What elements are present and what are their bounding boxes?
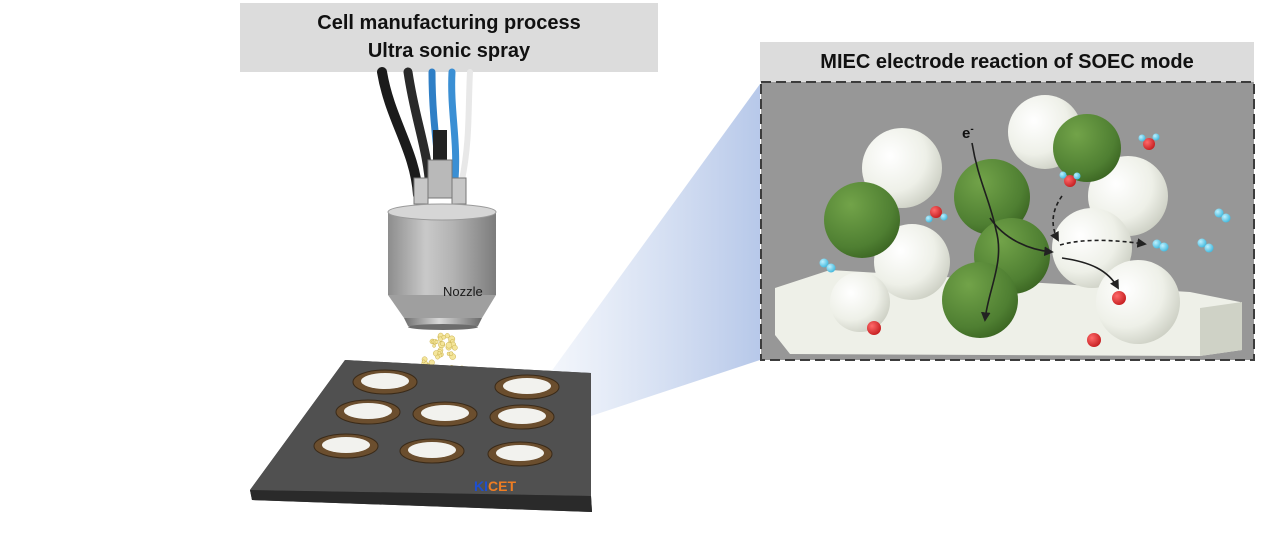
- spray-droplet: [437, 351, 442, 355]
- electrode-disc: [489, 404, 555, 430]
- spray-droplet: [451, 344, 458, 351]
- nozzle-label: Nozzle: [443, 284, 483, 299]
- logo: KICET: [474, 478, 516, 494]
- water-molecule: [1138, 133, 1160, 150]
- spray-droplet: [421, 359, 426, 364]
- spray-droplet: [434, 339, 439, 344]
- hydrogen-molecule: [1197, 238, 1214, 253]
- hydrogen-molecule: [1152, 239, 1169, 252]
- green-particles: [824, 114, 1121, 338]
- electrode-disc: [352, 369, 418, 395]
- electron-path-arrow: [971, 142, 1000, 322]
- left-title-box: Cell manufacturing process Ultra sonic s…: [240, 3, 658, 72]
- spray-droplet: [448, 351, 454, 356]
- hydrogen-release-dashed: [1059, 238, 1147, 248]
- miec-panel: e-: [760, 81, 1255, 361]
- hydrogen-molecules: [819, 208, 1231, 273]
- electrode-disc: [335, 399, 401, 425]
- hydrogen-molecule: [1214, 208, 1231, 223]
- water-molecule: [925, 206, 948, 223]
- electrode-disc: [399, 438, 465, 464]
- spray-droplet: [441, 335, 446, 340]
- water-path-dashed: [1050, 195, 1063, 242]
- spray-droplet: [440, 341, 445, 347]
- surface-electron-arrow: [1061, 257, 1119, 290]
- left-title-line1: Cell manufacturing process: [317, 12, 581, 34]
- hoses: [377, 67, 473, 200]
- hydrogen-molecule: [819, 258, 836, 273]
- electrode-disc: [487, 441, 553, 467]
- right-title-box: MIEC electrode reaction of SOEC mode: [760, 42, 1254, 82]
- electron-branch-arrow: [989, 217, 1054, 257]
- reaction-arrows: [971, 142, 1147, 322]
- electrode-disc: [494, 374, 560, 400]
- spray-droplet: [432, 344, 436, 348]
- electron-symbol: e: [962, 125, 970, 142]
- oxygen-ions: [867, 291, 1126, 347]
- electrode-disc: [412, 401, 478, 427]
- left-title-line2: Ultra sonic spray: [367, 40, 531, 62]
- logo-part1: KI: [474, 478, 488, 494]
- electron-charge: -: [970, 124, 973, 135]
- electrode-discs: [313, 369, 560, 467]
- water-molecule: [1059, 171, 1081, 187]
- electron-label: e-: [962, 124, 974, 142]
- electrode-disc: [313, 433, 379, 459]
- water-molecules: [925, 133, 1160, 223]
- zoom-beam: [548, 84, 760, 418]
- logo-part2: CET: [488, 478, 516, 494]
- nozzle: [387, 203, 497, 330]
- spray-droplet: [445, 341, 453, 349]
- spray-droplet: [435, 354, 440, 360]
